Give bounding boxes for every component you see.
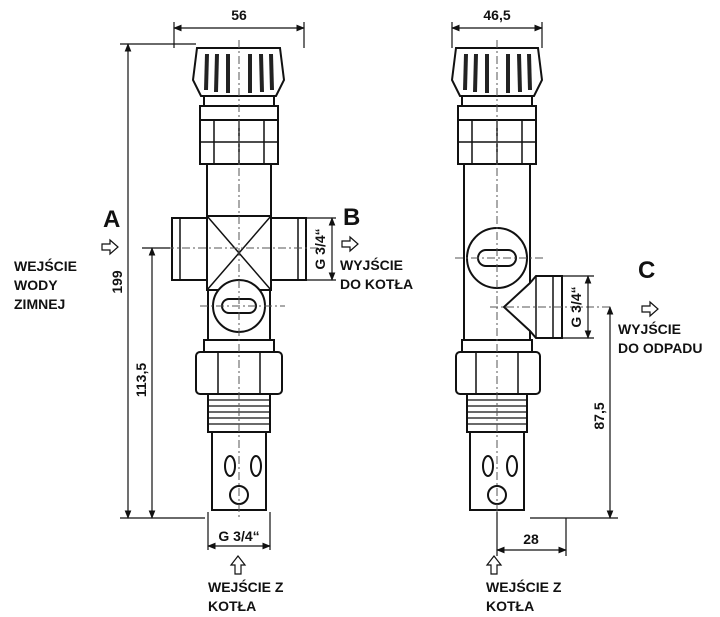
side-inlet-line2: KOTŁA [486, 598, 534, 614]
front-inlet-line2: KOTŁA [208, 598, 256, 614]
front-dimensions [120, 22, 336, 550]
port-a-line2: WODY [14, 277, 58, 293]
side-port-labels: C WYJŚCIE DO ODPADU WEJŚCIE Z KOTŁA [486, 257, 703, 614]
side-outlet-height-label: 87,5 [591, 402, 607, 429]
port-a-line1: WEJŚCIE [14, 257, 77, 274]
front-inlet-line1: WEJŚCIE Z [208, 578, 284, 595]
arrow-b-icon [341, 235, 359, 253]
port-b-letter: B [343, 204, 360, 231]
arrow-c-icon [641, 300, 659, 318]
side-view [450, 47, 563, 511]
front-total-height-label: 199 [109, 270, 125, 294]
side-centerlines [455, 40, 612, 520]
arrow-front-inlet-icon [229, 555, 247, 575]
front-bottom-thread-label: G 3/4“ [218, 528, 259, 544]
front-inlet-height-label: 113,5 [133, 363, 149, 397]
port-b-fitting [270, 217, 307, 281]
port-a-line3: ZIMNEJ [14, 296, 65, 312]
side-dimensions [451, 22, 618, 556]
port-c-line2: DO ODPADU [618, 340, 703, 356]
port-a-letter: A [103, 206, 120, 233]
front-side-thread-label: G 3/4“ [312, 228, 328, 269]
side-thread-label: G 3/4“ [568, 286, 584, 327]
front-centerlines [150, 40, 320, 520]
port-a-fitting [171, 217, 208, 281]
side-flow-arrows [485, 300, 659, 575]
side-bottom-offset-label: 28 [523, 531, 539, 547]
port-b-line1: WYJŚCIE [340, 256, 403, 273]
side-lower-hex [455, 351, 541, 395]
side-inlet-line1: WEJŚCIE Z [486, 578, 562, 595]
arrow-side-inlet-icon [485, 555, 503, 575]
side-width-label: 46,5 [483, 7, 510, 23]
front-flow-arrows [101, 235, 359, 575]
arrow-a-icon [101, 238, 119, 256]
port-c-line1: WYJŚCIE [618, 320, 681, 337]
port-c-letter: C [638, 257, 655, 284]
front-port-labels: A WEJŚCIE WODY ZIMNEJ B WYJŚCIE DO KOTŁA… [14, 204, 413, 614]
front-width-label: 56 [231, 7, 247, 23]
port-b-line2: DO KOTŁA [340, 276, 413, 292]
